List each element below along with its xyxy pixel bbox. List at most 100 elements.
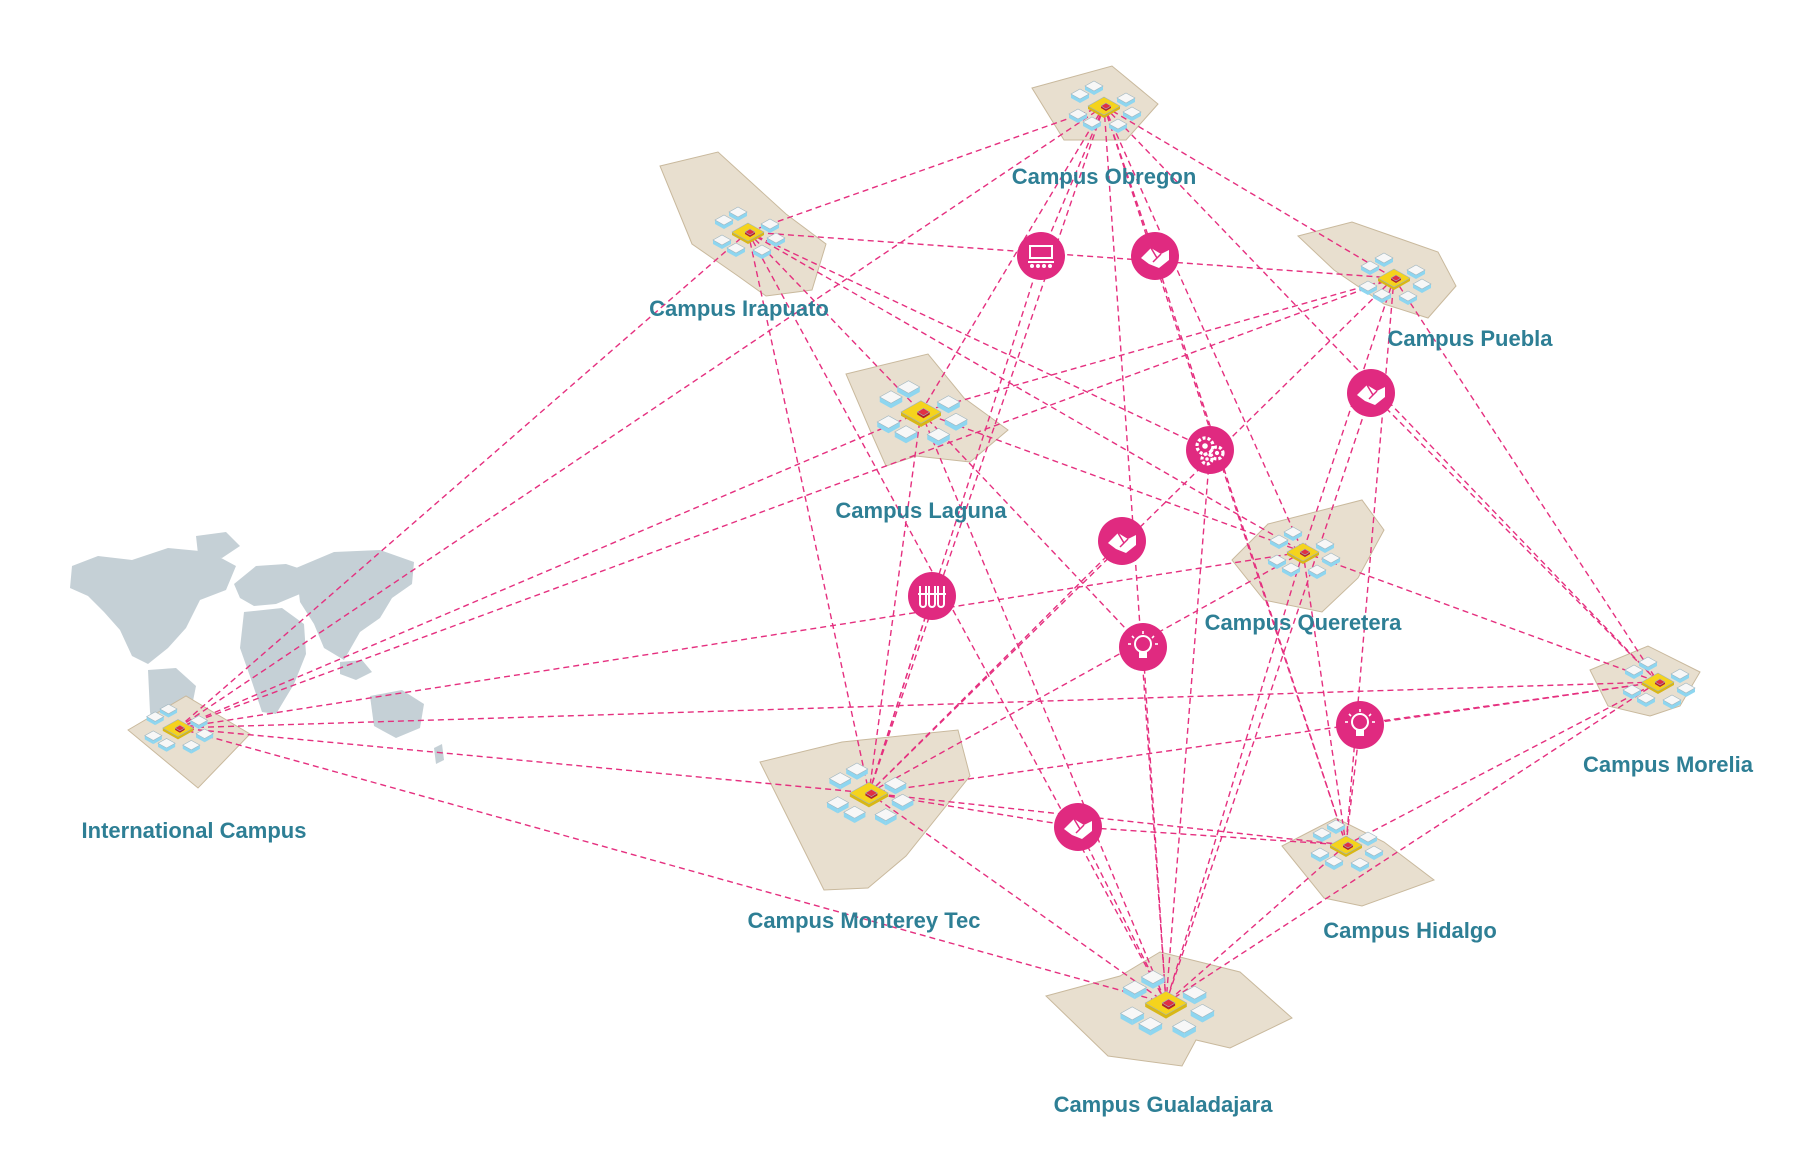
- asia-shape: [296, 550, 414, 660]
- gears-icon: [1195, 436, 1225, 466]
- h-lab-hub: [908, 572, 956, 620]
- link-international-irapuato: [177, 231, 749, 729]
- laguna-building-cluster: [876, 380, 968, 446]
- indonesia-shape: [340, 660, 372, 680]
- link-irapuato-h-gears: [747, 231, 1211, 451]
- morelia-building-cluster: [1622, 656, 1696, 709]
- hidalgo-building-cluster: [1310, 819, 1384, 872]
- link-obregon-h-hand1: [1103, 105, 1156, 257]
- obregon-label: Campus Obregon: [1012, 164, 1197, 189]
- campus-buildings: [144, 80, 1696, 1039]
- link-monterey-gualadajara: [868, 792, 1167, 1004]
- morelia-label: Campus Morelia: [1583, 752, 1754, 777]
- link-queretera-morelia: [1302, 551, 1659, 683]
- north-america-shape: [70, 548, 236, 664]
- handshake-icon: [1108, 532, 1136, 553]
- irapuato-label: Campus Irapuato: [649, 296, 829, 321]
- monterey-building-cluster: [826, 762, 915, 826]
- test-tubes-icon: [918, 586, 946, 608]
- link-irapuato-laguna: [747, 231, 922, 413]
- link-irapuato-queretera: [747, 231, 1304, 553]
- link-monterey-h-hand3: [868, 540, 1123, 794]
- link-morelia-h-bulb2: [1359, 681, 1659, 726]
- international-label: International Campus: [82, 818, 307, 843]
- link-hidalgo-h-hand4: [1077, 826, 1347, 846]
- laguna-label: Campus Laguna: [835, 498, 1007, 523]
- link-obregon-queretera: [1103, 105, 1304, 553]
- link-laguna-monterey: [868, 411, 922, 794]
- link-queretera-gualadajara: [1165, 551, 1304, 1004]
- classroom-icon: [1028, 245, 1054, 268]
- link-puebla-morelia: [1393, 277, 1659, 683]
- link-puebla-monterey: [868, 277, 1395, 794]
- link-gualadajara-morelia: [1165, 681, 1659, 1004]
- link-hidalgo-morelia: [1345, 681, 1659, 846]
- lightbulb-icon: [1128, 631, 1158, 658]
- link-international-obregon: [177, 105, 1105, 729]
- link-laguna-gualadajara: [920, 411, 1167, 1004]
- link-international-gualadajara: [177, 727, 1167, 1004]
- connection-lines: [177, 105, 1659, 1004]
- handshake-icon: [1141, 247, 1169, 268]
- monterey-label: Campus Monterey Tec: [747, 908, 980, 933]
- link-irapuato-puebla: [747, 231, 1395, 279]
- link-obregon-laguna: [920, 105, 1105, 413]
- link-monterey-hidalgo: [868, 792, 1347, 846]
- link-monterey-morelia: [868, 681, 1659, 794]
- irapuato-footprint: [659, 151, 827, 297]
- africa-shape: [240, 608, 306, 714]
- hidalgo-label: Campus Hidalgo: [1323, 918, 1497, 943]
- monterey-footprint: [759, 729, 971, 891]
- link-gualadajara-h-hand2: [1165, 392, 1372, 1004]
- queretera-label: Campus Queretera: [1205, 610, 1403, 635]
- irapuato-building-cluster: [712, 206, 786, 259]
- handshake-icon: [1357, 384, 1385, 405]
- europe-shape: [234, 564, 310, 606]
- handshake-icon: [1064, 818, 1092, 839]
- hub-circle: [908, 572, 956, 620]
- h-hand2-hub: [1347, 369, 1395, 417]
- service-hubs: [908, 232, 1395, 851]
- international-building-cluster: [144, 703, 214, 754]
- h-gears-hub: [1186, 426, 1234, 474]
- h-hand1-hub: [1131, 232, 1179, 280]
- h-bulb2-hub: [1336, 701, 1384, 749]
- link-international-laguna: [177, 411, 922, 729]
- link-obregon-hidalgo: [1103, 105, 1347, 846]
- hub-circle: [1119, 623, 1167, 671]
- obregon-building-cluster: [1068, 80, 1142, 133]
- link-international-morelia: [177, 681, 1659, 729]
- lightbulb-icon: [1345, 709, 1375, 736]
- link-puebla-queretera: [1302, 277, 1395, 553]
- link-laguna-queretera: [920, 411, 1304, 553]
- h-classroom-hub: [1017, 232, 1065, 280]
- link-puebla-laguna: [920, 277, 1395, 413]
- australia-shape: [370, 690, 424, 738]
- link-international-monterey: [177, 727, 870, 794]
- link-obregon-h-classroom: [1040, 105, 1105, 257]
- puebla-building-cluster: [1358, 252, 1432, 305]
- link-queretera-monterey: [868, 551, 1304, 794]
- hub-circle: [1017, 232, 1065, 280]
- world-map: [70, 532, 444, 764]
- gualadajara-label: Campus Gualadajara: [1054, 1092, 1274, 1117]
- link-obregon-puebla: [1103, 105, 1395, 279]
- new-zealand-shape: [434, 744, 444, 764]
- puebla-label: Campus Puebla: [1387, 326, 1553, 351]
- link-laguna-h-bulb1: [920, 411, 1144, 648]
- link-obregon-irapuato: [747, 105, 1105, 233]
- link-irapuato-monterey: [747, 231, 870, 794]
- link-international-puebla: [177, 277, 1395, 729]
- link-monterey-h-classroom: [868, 255, 1042, 794]
- h-hand4-hub: [1054, 803, 1102, 851]
- link-irapuato-gualadajara: [747, 231, 1167, 1004]
- hub-circle: [1336, 701, 1384, 749]
- link-obregon-morelia: [1103, 105, 1659, 683]
- h-hand3-hub: [1098, 517, 1146, 565]
- link-hidalgo-h-hand1: [1154, 255, 1347, 846]
- h-bulb1-hub: [1119, 623, 1167, 671]
- link-gualadajara-h-gears: [1165, 449, 1211, 1004]
- queretera-building-cluster: [1267, 526, 1341, 579]
